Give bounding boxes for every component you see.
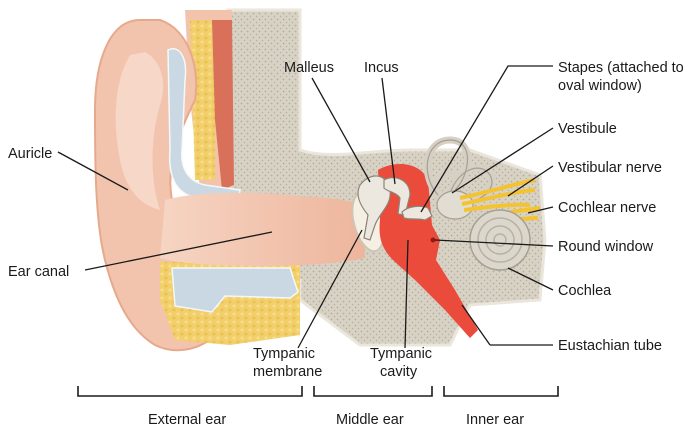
- leader-ear-canal: [84, 231, 273, 271]
- leader-vestibule: [451, 127, 554, 194]
- round-window-shape: [430, 237, 436, 243]
- label-stapes-line2: oval window): [558, 78, 642, 94]
- label-ear-canal: Ear canal: [8, 264, 69, 280]
- label-tympanic-membrane-line2: membrane: [253, 364, 322, 380]
- bracket-inner-ear: [443, 386, 559, 397]
- leader-cochlear-nerve: [527, 206, 554, 214]
- region-brackets: External ear Middle ear Inner ear: [77, 386, 559, 428]
- label-cochlea: Cochlea: [558, 283, 612, 299]
- leader-stapes: [420, 65, 553, 213]
- cartilage-lower: [171, 267, 299, 313]
- label-tympanic-membrane-line1: Tympanic: [253, 346, 315, 362]
- malleus-shape: [357, 175, 391, 241]
- label-incus: Incus: [364, 60, 399, 76]
- label-stapes-line1: Stapes (attached to: [558, 60, 684, 76]
- vestibular-nerve-shape: [459, 178, 536, 212]
- leader-tympanic-cavity: [404, 239, 409, 349]
- stapes-shape: [401, 205, 433, 221]
- label-eustachian-tube: Eustachian tube: [558, 338, 662, 354]
- label-auricle: Auricle: [8, 146, 52, 162]
- cochlea-shape: [469, 209, 531, 271]
- region-external-ear: External ear: [148, 412, 226, 428]
- label-tympanic-cavity-line1: Tympanic: [370, 346, 432, 362]
- incus-shape: [383, 177, 411, 216]
- label-round-window: Round window: [558, 239, 654, 255]
- leader-auricle: [57, 151, 129, 191]
- label-vestibular-nerve: Vestibular nerve: [558, 160, 662, 176]
- leader-incus: [381, 77, 396, 185]
- leader-round-window: [434, 239, 554, 247]
- bracket-external-ear: [77, 386, 303, 397]
- bracket-middle-ear: [313, 386, 433, 397]
- muscle-layer: [212, 20, 234, 190]
- leader-tympanic-membrane: [297, 229, 363, 349]
- region-inner-ear: Inner ear: [466, 412, 524, 428]
- auricle-inner-fold: [115, 52, 164, 210]
- leader-vestibular-nerve: [507, 165, 554, 197]
- label-tympanic-cavity-line2: cavity: [380, 364, 418, 380]
- label-vestibule: Vestibule: [558, 121, 617, 137]
- cartilage-upper: [167, 48, 241, 201]
- label-cochlear-nerve: Cochlear nerve: [558, 200, 656, 216]
- leader-cochlea: [507, 267, 554, 291]
- region-middle-ear: Middle ear: [336, 412, 404, 428]
- label-malleus: Malleus: [284, 60, 334, 76]
- ear-canal-shape: [160, 192, 365, 266]
- leader-eustachian-tube-2: [461, 304, 491, 346]
- leader-lines: [57, 65, 554, 349]
- fat-layer-upper: [190, 20, 215, 180]
- labels: Auricle Ear canal Malleus Incus Stapes (…: [8, 60, 684, 380]
- leader-malleus: [311, 77, 371, 183]
